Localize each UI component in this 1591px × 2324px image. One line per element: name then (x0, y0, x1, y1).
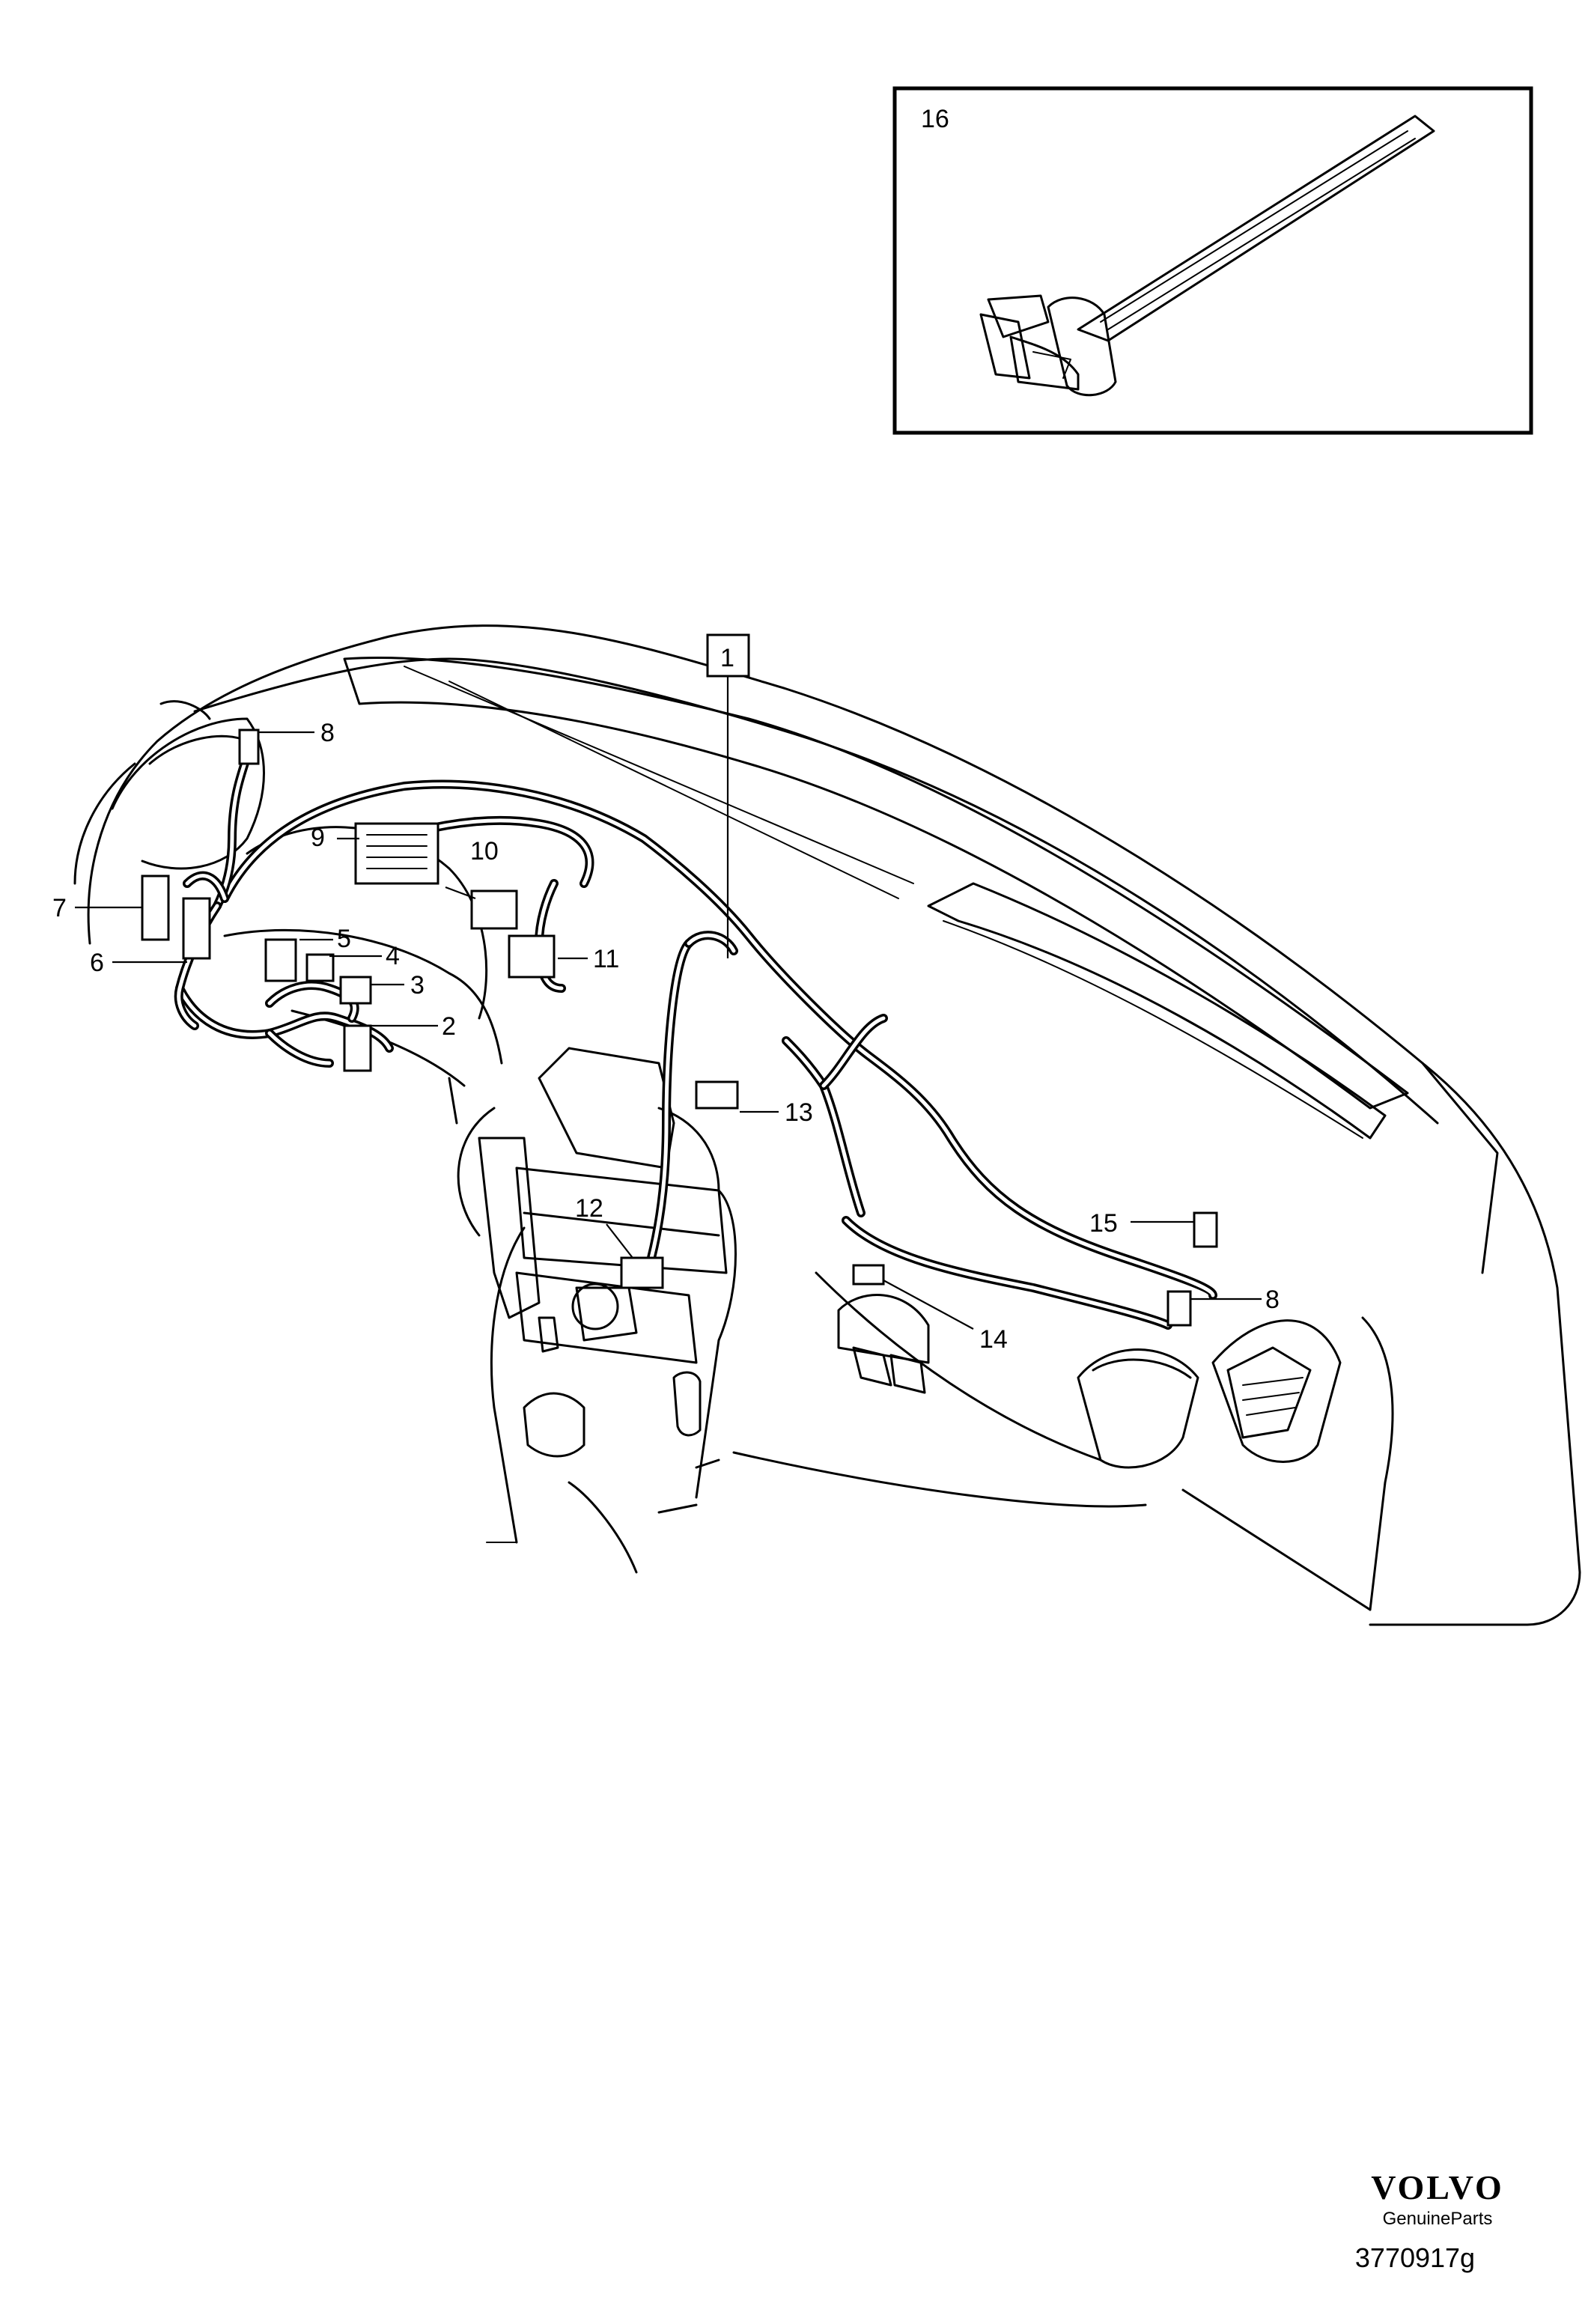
callout-12: 12 (575, 1194, 603, 1223)
drawing-number: 3770917g (1354, 2242, 1476, 2273)
callout-6: 6 (90, 949, 104, 977)
callout-8-left: 8 (320, 719, 335, 747)
connector-15 (1193, 1211, 1218, 1248)
callout-9: 9 (311, 824, 325, 852)
callout-8-right: 8 (1265, 1286, 1280, 1314)
connector-13 (695, 1080, 739, 1110)
dashboard-outline (73, 624, 1581, 1626)
connector-14 (852, 1264, 885, 1286)
connector-9 (354, 822, 439, 885)
connector-8-right (1166, 1290, 1192, 1327)
volvo-logo: VOLVO (1371, 2168, 1504, 2206)
callout-7: 7 (52, 894, 67, 922)
callout-4: 4 (386, 942, 400, 970)
inset-cable-tie: 16 (892, 86, 1533, 435)
callout-2: 2 (442, 1012, 456, 1041)
connector-5 (264, 938, 297, 982)
connectors (141, 728, 1218, 1327)
callout-10: 10 (470, 837, 499, 866)
cable-tie-illustration (979, 115, 1435, 397)
callout-16: 16 (921, 105, 949, 133)
connector-4 (305, 953, 335, 982)
connector-11 (508, 934, 556, 979)
callout-5: 5 (337, 925, 351, 953)
connector-8-left (238, 728, 260, 765)
connector-6 (182, 897, 211, 960)
callout-labels: 1 2 3 4 5 6 7 8 8 9 10 11 12 13 14 15 (52, 644, 1280, 1354)
callout-11: 11 (593, 945, 619, 973)
callout-3: 3 (410, 971, 425, 1000)
connector-12 (620, 1256, 664, 1289)
callout-1: 1 (720, 644, 734, 672)
callout-leaders (75, 633, 1262, 1330)
connector-10 (470, 889, 518, 930)
connector-7 (141, 874, 170, 941)
brand-tagline: GenuineParts (1382, 2209, 1493, 2229)
callout-1-box (706, 633, 750, 678)
callout-13: 13 (785, 1098, 813, 1127)
connector-2 (343, 1024, 372, 1072)
connector-3 (339, 976, 372, 1005)
inset-frame (892, 86, 1533, 435)
wiring-harness (174, 752, 1217, 1330)
callout-15: 15 (1089, 1209, 1118, 1238)
callout-14: 14 (979, 1325, 1008, 1354)
